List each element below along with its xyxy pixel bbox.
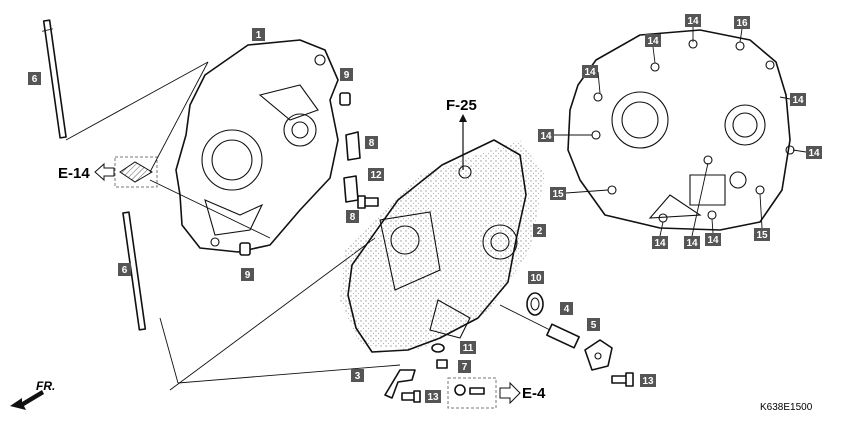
stud-bolt-lower — [122, 211, 147, 331]
callout-9-lower: 9 — [241, 268, 254, 281]
callout-14-e: 14 — [538, 129, 554, 142]
oil-seal — [526, 292, 544, 316]
shaft-4 — [499, 304, 580, 349]
svg-text:14: 14 — [707, 235, 719, 246]
callout-14-b: 14 — [645, 34, 661, 47]
bracket-3 — [384, 369, 416, 399]
svg-text:E-14: E-14 — [58, 165, 90, 182]
svg-text:12: 12 — [370, 170, 382, 181]
callout-8-lower: 8 — [346, 210, 359, 223]
svg-text:14: 14 — [687, 16, 699, 27]
callout-14-a: 14 — [685, 14, 701, 27]
callout-11: 11 — [460, 341, 476, 354]
right-view-leaders — [554, 27, 807, 237]
front-direction-arrow: FR. — [10, 379, 55, 410]
callout-3: 3 — [351, 369, 364, 382]
callout-7: 7 — [458, 360, 471, 373]
callout-4: 4 — [560, 302, 573, 315]
svg-text:2: 2 — [537, 226, 543, 237]
callout-14-g: 14 — [652, 236, 668, 249]
callout-14-c: 14 — [582, 65, 598, 78]
callout-13-right: 13 — [640, 374, 656, 387]
svg-text:FR.: FR. — [36, 379, 55, 393]
bracket-lower — [343, 175, 359, 203]
svg-text:8: 8 — [369, 138, 375, 149]
svg-text:10: 10 — [530, 273, 542, 284]
callout-14-h: 14 — [684, 236, 700, 249]
svg-text:5: 5 — [591, 320, 597, 331]
callout-15-left: 15 — [550, 187, 566, 200]
svg-text:14: 14 — [584, 67, 596, 78]
callout-14-i: 14 — [705, 233, 721, 246]
callout-2: 2 — [533, 224, 546, 237]
svg-text:9: 9 — [245, 270, 251, 281]
svg-text:14: 14 — [792, 95, 804, 106]
f25-reference: F-25 — [446, 97, 477, 114]
callout-13-left: 13 — [425, 390, 441, 403]
svg-text:3: 3 — [355, 371, 361, 382]
bracket-upper — [345, 131, 361, 161]
f25-pointer — [459, 114, 467, 170]
svg-text:14: 14 — [686, 238, 698, 249]
callout-12: 12 — [368, 168, 384, 181]
e4-parts-box — [447, 377, 497, 409]
svg-text:7: 7 — [462, 362, 468, 373]
bolt-13-right — [611, 372, 634, 387]
callout-6-lower: 6 — [118, 263, 131, 276]
figure-code: K638E1500 — [760, 402, 813, 413]
callout-10: 10 — [528, 271, 544, 284]
svg-text:8: 8 — [350, 212, 356, 223]
svg-text:1: 1 — [256, 30, 262, 41]
svg-text:4: 4 — [564, 304, 570, 315]
bolt-12 — [357, 195, 379, 209]
svg-text:16: 16 — [736, 18, 748, 29]
callout-5: 5 — [587, 318, 600, 331]
svg-text:14: 14 — [540, 131, 552, 142]
assembly-leaders — [65, 61, 401, 391]
e4-reference: E-4 — [499, 381, 546, 405]
washer-11 — [431, 343, 445, 353]
callout-14-f: 14 — [806, 146, 822, 159]
plate-5 — [584, 339, 613, 371]
svg-text:6: 6 — [122, 265, 128, 276]
svg-text:13: 13 — [642, 376, 654, 387]
svg-text:F-25: F-25 — [446, 97, 477, 114]
svg-text:6: 6 — [32, 74, 38, 85]
svg-text:14: 14 — [654, 238, 666, 249]
callout-14-d: 14 — [790, 93, 806, 106]
svg-text:15: 15 — [756, 230, 768, 241]
stud-bolt-upper — [41, 19, 67, 139]
callout-1: 1 — [252, 28, 265, 41]
callout-8-upper: 8 — [365, 136, 378, 149]
callout-16: 16 — [734, 16, 750, 29]
svg-text:E-4: E-4 — [522, 385, 546, 402]
dowel-pin-lower — [239, 242, 251, 256]
e14-reference: E-14 — [58, 162, 115, 182]
bolt-7 — [436, 359, 448, 369]
svg-text:14: 14 — [647, 36, 659, 47]
svg-text:15: 15 — [552, 189, 564, 200]
callout-15-right: 15 — [754, 228, 770, 241]
svg-text:13: 13 — [427, 392, 439, 403]
svg-text:14: 14 — [808, 148, 820, 159]
bolt-13-left — [401, 390, 421, 403]
svg-text:11: 11 — [463, 343, 474, 354]
crankcase-outer-view — [567, 29, 795, 231]
right-crankcase — [340, 139, 545, 353]
left-crankcase — [175, 39, 339, 253]
svg-text:9: 9 — [344, 70, 350, 81]
oil-filter-screen — [114, 156, 158, 188]
callout-9-upper: 9 — [340, 68, 353, 81]
callout-6-upper: 6 — [28, 72, 41, 85]
dowel-pin-upper — [339, 92, 351, 106]
